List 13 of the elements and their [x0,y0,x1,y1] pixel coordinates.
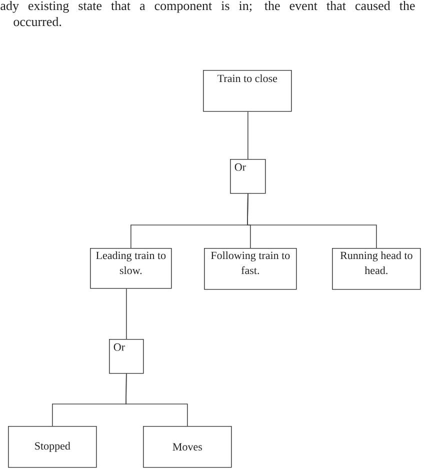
connector-line [126,288,127,340]
event-box: Running head to head. [332,248,421,290]
body-text: ady existing state that a component is in; the event that caused the [0,0,415,13]
body-text: occurred. [14,16,62,26]
event-box: Leading train to slow. [90,248,172,289]
event-box: Moves [143,426,232,468]
event-box: Following train to fast. [204,248,297,290]
event-box: Stopped [8,426,97,468]
gate-box: Or [230,159,266,194]
gate-box: Or [109,339,144,374]
event-box: Train to close [203,70,292,112]
connector-line [126,373,188,426]
connector-line [247,193,377,248]
